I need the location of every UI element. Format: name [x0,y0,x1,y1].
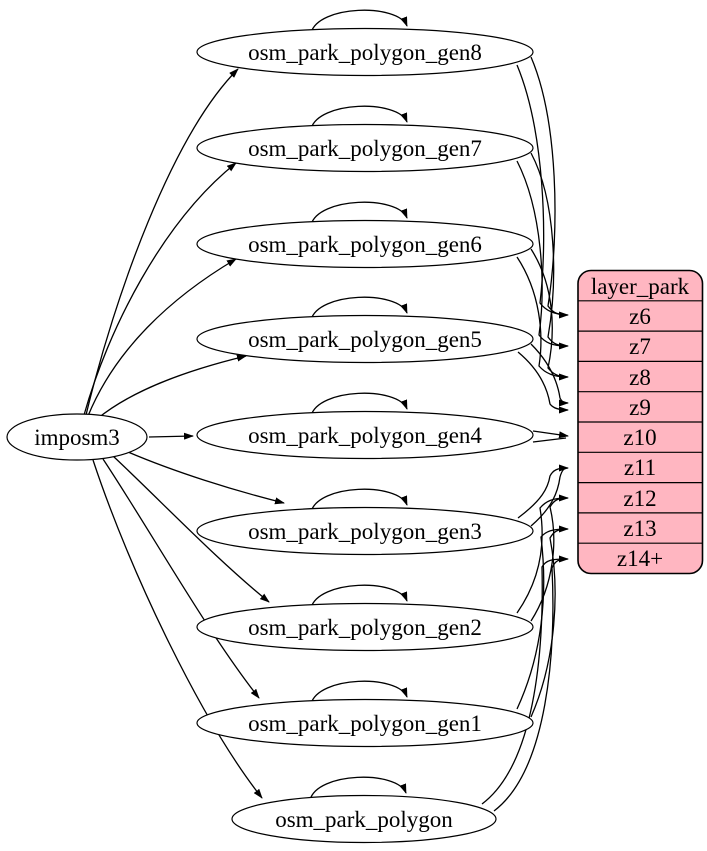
self-loop-gen1 [310,680,408,705]
layer-park-row-z12: z12 [623,486,656,511]
edge-gen3-z11-b [517,467,567,519]
self-loop-gen8 [310,9,408,34]
gen4-ellipse [196,410,534,460]
edge-imposm3-gen2 [112,455,270,603]
layer-park-row-z13: z13 [623,516,656,541]
self-loop-gen2 [310,584,408,609]
imposm3-label: imposm3 [34,425,120,450]
edge-imposm3-gen8 [85,68,239,416]
gen2-label: osm_park_polygon_gen2 [248,615,482,640]
imposm3-ellipse [6,413,148,461]
self-loop-gen6 [310,201,408,226]
edge-gen5-z9-a [530,343,569,407]
layer-park-row-z8: z8 [629,365,651,390]
node-osm-park-polygon-gen1: osm_park_polygon_gen1 [196,698,534,748]
layer-park-row-z10: z10 [623,425,656,450]
edge-polygon-z14-b [481,558,567,805]
node-osm-park-polygon-gen7: osm_park_polygon_gen7 [196,123,534,173]
polygon-label: osm_park_polygon [275,807,453,832]
gen6-ellipse [196,219,534,269]
gen3-ellipse [196,506,534,556]
gen4-label: osm_park_polygon_gen4 [248,423,482,448]
node-osm-park-polygon-gen4: osm_park_polygon_gen4 [196,410,534,460]
edge-gen6-z8-a [530,248,569,381]
gen5-label: osm_park_polygon_gen5 [248,327,482,352]
self-loop-gen7 [310,105,408,130]
node-osm-park-polygon-gen5: osm_park_polygon_gen5 [196,314,534,364]
layer-park-row-z11: z11 [624,455,656,480]
self-loop-gen5 [310,296,408,321]
polygon-ellipse [231,794,497,844]
layer-park-row-z14: z14+ [617,546,663,571]
edge-gen4-z10-b [532,437,567,443]
edge-imposm3-gen7 [83,162,237,416]
gen6-label: osm_park_polygon_gen6 [248,232,482,257]
node-osm-park-polygon-gen8: osm_park_polygon_gen8 [196,27,534,77]
edge-imposm3-gen6 [87,258,237,417]
gen5-ellipse [196,314,534,364]
layer-park-row-z7: z7 [629,334,651,359]
gen1-ellipse [196,698,534,748]
node-osm-park-polygon-gen6: osm_park_polygon_gen6 [196,219,534,269]
edge-gen5-z9-b [517,351,569,414]
gen3-label: osm_park_polygon_gen3 [248,519,482,544]
edge-gen2-z12-b [516,497,567,614]
edge-imposm3-polygon [92,459,263,799]
self-loop-polygon [309,776,407,801]
edge-gen1-z13-a [530,525,569,718]
edge-imposm3-gen3 [127,451,285,505]
layer-park-row-z6: z6 [629,304,651,329]
node-layer-park: layer_park z6 z7 z8 z9 z10 z11 z12 z13 z… [577,269,704,575]
edge-imposm3-gen1 [102,458,260,699]
edge-imposm3-gen5 [96,354,247,420]
gen7-label: osm_park_polygon_gen7 [248,136,482,161]
node-imposm3: imposm3 [6,413,148,461]
node-osm-park-polygon-gen2: osm_park_polygon_gen2 [196,602,534,652]
node-osm-park-polygon-gen3: osm_park_polygon_gen3 [196,506,534,556]
gen2-ellipse [196,602,534,652]
self-loop-gen4 [310,392,408,417]
edge-gen8-z6-a [530,56,569,319]
edges-group [83,9,569,812]
edge-imposm3-gen4 [148,432,194,440]
gen1-label: osm_park_polygon_gen1 [248,711,482,736]
edge-polygon-z14-a [493,555,569,812]
gen7-ellipse [196,123,534,173]
edge-gen4-z10-a [532,430,569,439]
gen8-ellipse [196,27,534,77]
layer-park-row-z9: z9 [629,395,651,420]
node-osm-park-polygon: osm_park_polygon [231,794,497,844]
self-loop-gen3 [310,488,408,513]
gen8-label: osm_park_polygon_gen8 [248,40,482,65]
edge-gen1-z13-b [516,528,567,710]
edge-gen7-z7-a [530,152,569,350]
layer-park-title: layer_park [591,274,690,299]
